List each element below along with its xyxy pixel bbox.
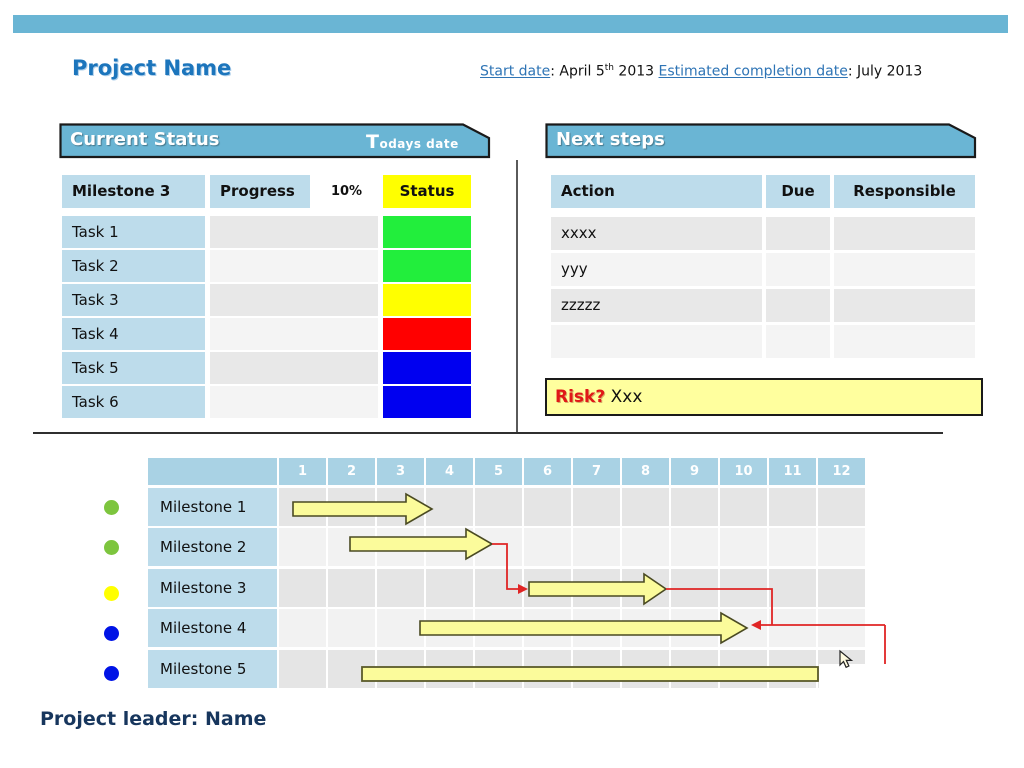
- gantt-col-header: 11: [769, 458, 816, 485]
- gantt-row-grid: [279, 528, 865, 566]
- task-label: Task 6: [62, 386, 205, 418]
- col-header-status: Status: [383, 175, 471, 208]
- risk-label: Risk?: [555, 387, 606, 407]
- task-progress-cell: [210, 318, 378, 350]
- start-date-year: 2013: [613, 63, 659, 80]
- gantt-col-header: 3: [377, 458, 424, 485]
- risk-box: Risk? Xxx: [545, 378, 983, 416]
- gantt-col-header: 2: [328, 458, 375, 485]
- gantt-row-grid: [279, 650, 865, 688]
- task-status-cell: [383, 318, 471, 350]
- gantt-row-label: Milestone 5: [148, 650, 277, 688]
- task-status-cell: [383, 284, 471, 316]
- task-progress-cell: [210, 352, 378, 384]
- gantt-col-header: 1: [279, 458, 326, 485]
- col-header-due: Due: [766, 175, 830, 208]
- gantt-row-label: Milestone 1: [148, 488, 277, 526]
- task-status-cell: [383, 352, 471, 384]
- responsible-cell: [834, 217, 975, 250]
- col-header-progress: Progress: [210, 175, 310, 208]
- task-label: Task 4: [62, 318, 205, 350]
- responsible-cell: [834, 325, 975, 358]
- risk-value: Xxx: [605, 387, 643, 407]
- progress-percent: 10%: [330, 184, 363, 199]
- gantt-row-grid: [279, 569, 865, 607]
- task-status-cell: [383, 250, 471, 282]
- milestone-status-dot: [104, 586, 119, 601]
- gantt-corner-cell: [148, 458, 277, 485]
- milestone-status-dot: [104, 666, 119, 681]
- action-cell: xxxx: [551, 217, 762, 250]
- gantt-row-label: Milestone 4: [148, 609, 277, 647]
- next-steps-header-shape: [545, 123, 977, 159]
- gantt-col-header: 9: [671, 458, 718, 485]
- action-cell: [551, 325, 762, 358]
- task-progress-cell: [210, 386, 378, 418]
- project-leader-label: Project leader: Name: [40, 708, 267, 730]
- colon: :: [847, 63, 857, 80]
- due-cell: [766, 325, 830, 358]
- colon: :: [550, 63, 560, 80]
- responsible-cell: [834, 289, 975, 322]
- gantt-col-header: 6: [524, 458, 571, 485]
- gantt-col-header: 4: [426, 458, 473, 485]
- gantt-col-header: 7: [573, 458, 620, 485]
- task-progress-cell: [210, 250, 378, 282]
- gantt-row-grid: [279, 609, 865, 647]
- gantt-row-grid: [279, 488, 865, 526]
- date-ordinal: th: [604, 63, 614, 73]
- task-label: Task 3: [62, 284, 205, 316]
- dates-line: Start date: April 5th 2013 Estimated com…: [480, 63, 922, 80]
- current-status-header-shape: [59, 123, 491, 159]
- start-date-link[interactable]: Start date: [480, 63, 551, 80]
- gantt-col-header: 5: [475, 458, 522, 485]
- milestone-status-dot: [104, 626, 119, 641]
- task-status-cell: [383, 216, 471, 248]
- responsible-cell: [834, 253, 975, 286]
- task-progress-cell: [210, 284, 378, 316]
- gantt-row-label: Milestone 2: [148, 528, 277, 566]
- milestone-status-dot: [104, 500, 119, 515]
- due-cell: [766, 253, 830, 286]
- milestone-status-dot: [104, 540, 119, 555]
- col-header-milestone: Milestone 3: [62, 175, 205, 208]
- page-title: Project Name: [72, 56, 232, 80]
- col-header-responsible: Responsible: [834, 175, 975, 208]
- gantt-col-header: 12: [818, 458, 865, 485]
- col-header-action: Action: [551, 175, 762, 208]
- gantt-row-label: Milestone 3: [148, 569, 277, 607]
- vertical-divider: [516, 160, 518, 433]
- action-cell: yyy: [551, 253, 762, 286]
- task-label: Task 5: [62, 352, 205, 384]
- due-cell: [766, 289, 830, 322]
- start-date-value: April 5: [559, 63, 605, 80]
- completion-date-link[interactable]: Estimated completion date: [658, 63, 848, 80]
- task-label: Task 1: [62, 216, 205, 248]
- task-status-cell: [383, 386, 471, 418]
- next-steps-title: Next steps: [556, 129, 665, 150]
- gantt-col-header: 10: [720, 458, 767, 485]
- action-cell: zzzzz: [551, 289, 762, 322]
- horizontal-divider: [33, 432, 943, 434]
- due-cell: [766, 217, 830, 250]
- task-label: Task 2: [62, 250, 205, 282]
- completion-date-value: July 2013: [857, 63, 923, 80]
- current-status-title: Current Status: [70, 129, 220, 150]
- top-accent-bar: [13, 15, 1008, 33]
- todays-date-label: Todays date: [366, 131, 459, 153]
- task-progress-cell: [210, 216, 378, 248]
- gantt-col-header: 8: [622, 458, 669, 485]
